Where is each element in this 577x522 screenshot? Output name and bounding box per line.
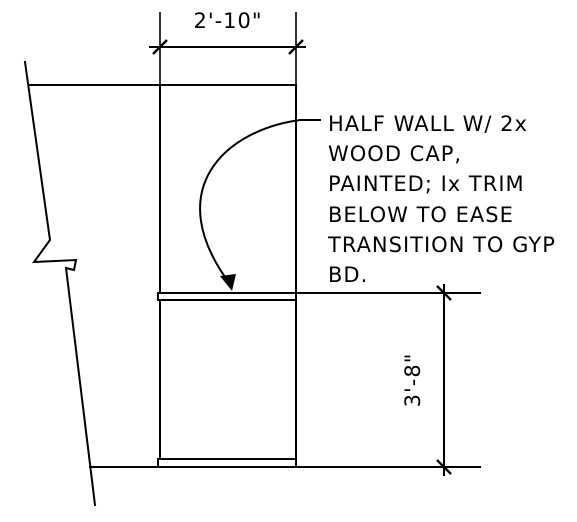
break-line: [23, 60, 97, 507]
note-line-6: BD.: [328, 263, 368, 287]
note-line-4: BELOW TO EASE: [328, 203, 514, 227]
leader-arrowhead: [220, 274, 236, 291]
height-dimension-label: 3'-8": [401, 353, 425, 408]
height-tick-top: [436, 285, 452, 301]
note-line-2: WOOD CAP,: [328, 142, 462, 166]
width-dimension-label: 2'-10": [193, 9, 262, 33]
width-tick-right: [288, 39, 304, 55]
base-trim: [157, 458, 297, 468]
wood-cap: [157, 292, 297, 301]
note-line-1: HALF WALL W/ 2x: [328, 112, 528, 136]
note-line-3: PAINTED; Ix TRIM: [328, 172, 525, 196]
height-tick-bottom: [436, 459, 452, 475]
width-tick-left: [152, 39, 168, 55]
note-line-5: TRANSITION TO GYP: [327, 233, 556, 257]
leader-line: [199, 119, 321, 286]
